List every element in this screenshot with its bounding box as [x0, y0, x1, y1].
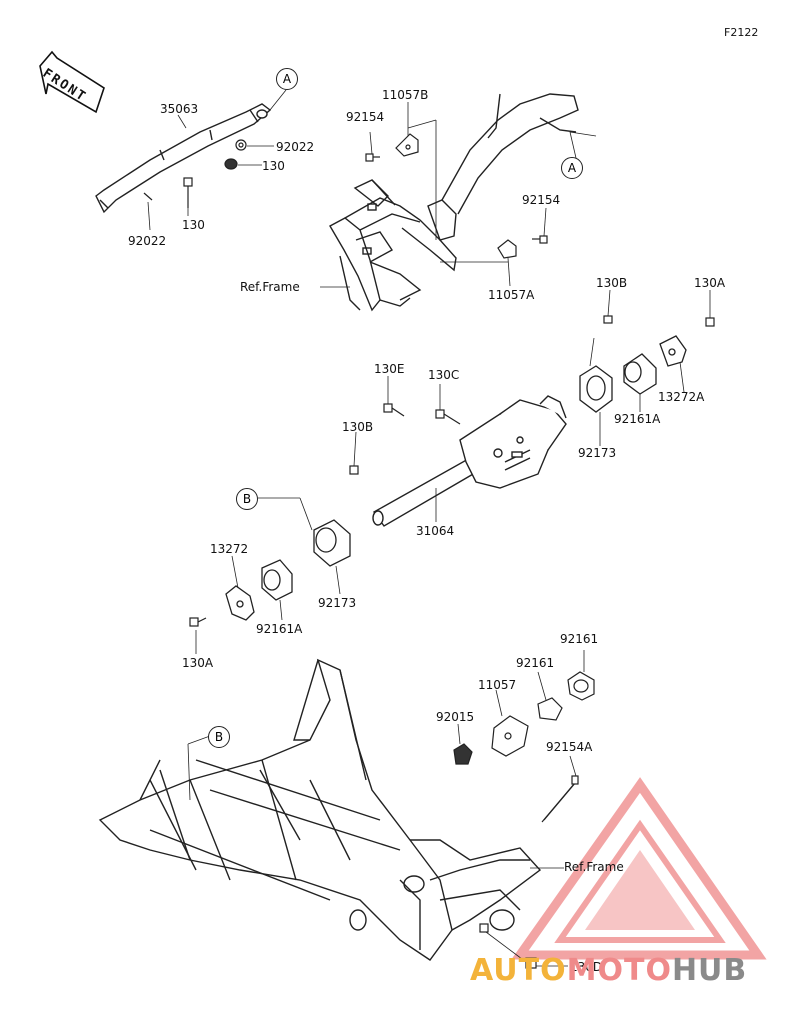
- part-label-11057[interactable]: 11057: [478, 678, 517, 692]
- diagram-code: F2122: [724, 26, 759, 39]
- part-label-130A-right[interactable]: 130A: [694, 276, 726, 290]
- part-label-11057A[interactable]: 11057A: [488, 288, 535, 302]
- part-label-130B-left[interactable]: 130B: [342, 420, 374, 434]
- part-label-92015[interactable]: 92015: [436, 710, 475, 724]
- part-label-92173-left[interactable]: 92173: [318, 596, 357, 610]
- upper-frame-shape: [329, 93, 579, 312]
- watermark-part-2: MOTO: [566, 953, 672, 988]
- ref-frame-label-top: Ref.Frame: [240, 280, 300, 294]
- ref-frame-label-lower: Ref.Frame: [564, 860, 624, 874]
- front-arrow-icon: [39, 50, 105, 114]
- leader-lines-upper-frame: [320, 102, 597, 288]
- part-label-31064[interactable]: 31064: [416, 524, 455, 538]
- part-label-92154-left[interactable]: 92154: [346, 110, 385, 124]
- part-label-11057B[interactable]: 11057B: [382, 88, 429, 102]
- bushing-group-left: [225, 519, 351, 621]
- part-label-92173-right[interactable]: 92173: [578, 446, 617, 460]
- leader-lines-lower: [187, 650, 585, 967]
- part-label-92022-top[interactable]: 92022: [276, 140, 315, 154]
- part-label-92154A[interactable]: 92154A: [546, 740, 593, 754]
- bushing-group-right: [579, 335, 687, 413]
- part-label-130A-left[interactable]: 130A: [182, 656, 214, 670]
- lower-right-parts: [453, 671, 595, 969]
- watermark-logo-triangle: [511, 777, 767, 960]
- ref-circle-a-top: A: [276, 68, 298, 90]
- watermark-part-3: HUB: [671, 953, 748, 988]
- part-label-130D[interactable]: 130D: [570, 960, 603, 974]
- part-label-35063[interactable]: 35063: [160, 102, 199, 116]
- part-label-13272[interactable]: 13272: [210, 542, 249, 556]
- watermark-text: AUTOMOTOHUB: [470, 953, 747, 988]
- part-label-130E[interactable]: 130E: [374, 362, 405, 376]
- part-label-92161A-right[interactable]: 92161A: [614, 412, 661, 426]
- lower-frame-shape: [98, 658, 542, 961]
- part-label-130-top[interactable]: 130: [262, 159, 285, 173]
- watermark-part-1: AUTO: [470, 953, 567, 988]
- part-label-130B-right[interactable]: 130B: [596, 276, 628, 290]
- part-label-130-mid[interactable]: 130: [182, 218, 205, 232]
- ref-circle-a-right: A: [561, 157, 583, 179]
- ref-circle-b-lower: B: [208, 726, 230, 748]
- part-label-130C[interactable]: 130C: [428, 368, 460, 382]
- leader-lines-top-left: [147, 89, 287, 231]
- ref-circle-b-left: B: [236, 488, 258, 510]
- part-31064-shape: [372, 395, 567, 527]
- part-label-92154-right[interactable]: 92154: [522, 193, 561, 207]
- part-label-92022-bottom[interactable]: 92022: [128, 234, 167, 248]
- leader-lines-middle: [195, 289, 711, 654]
- part-label-92161A-left[interactable]: 92161A: [256, 622, 303, 636]
- part-label-92161-mid[interactable]: 92161: [516, 656, 555, 670]
- watermark-logo-fill: [585, 850, 695, 930]
- part-label-92161-top[interactable]: 92161: [560, 632, 599, 646]
- part-label-13272A[interactable]: 13272A: [658, 390, 705, 404]
- hardware-top-left: [143, 139, 247, 208]
- part-35063-shape: [95, 103, 272, 214]
- brackets-11057: [365, 133, 548, 259]
